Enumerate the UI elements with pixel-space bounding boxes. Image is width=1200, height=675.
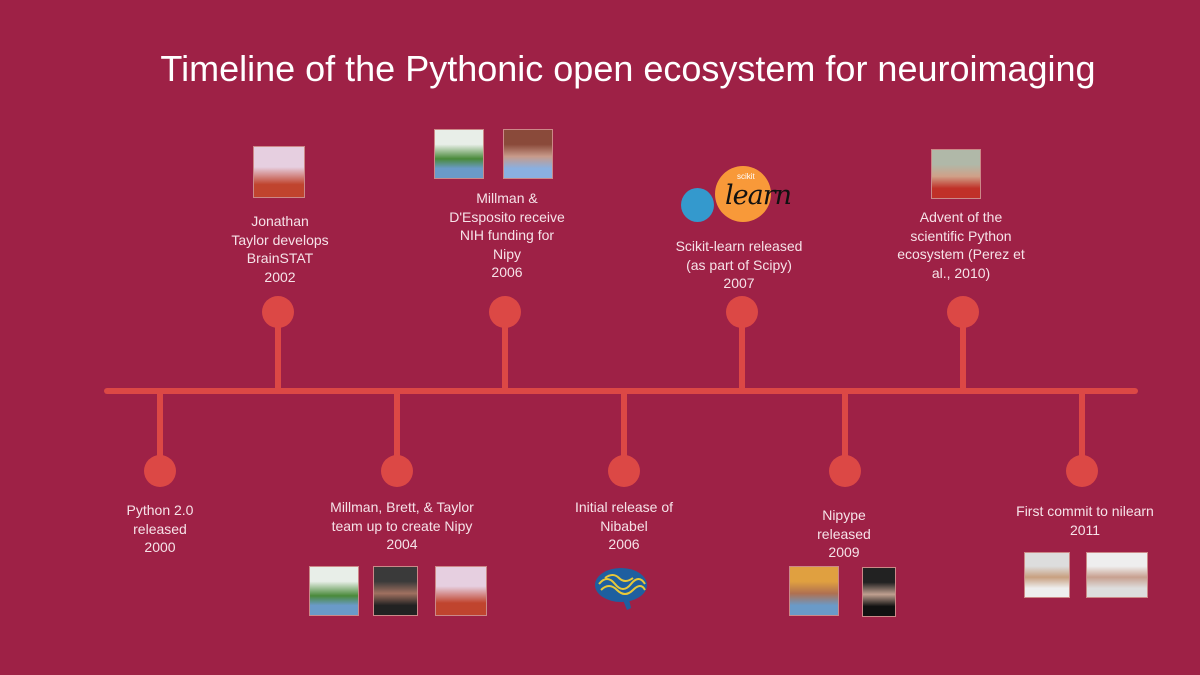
event-label-2009: Nipype released 2009 — [817, 507, 871, 560]
stem — [739, 312, 745, 392]
stem — [1079, 391, 1085, 471]
event-label-2000: Python 2.0 released 2000 — [126, 502, 194, 555]
page-title: Timeline of the Pythonic open ecosystem … — [160, 48, 1096, 89]
event-label-2004: Millman, Brett, & Taylor team up to crea… — [330, 499, 474, 552]
logo-blue-blob — [681, 188, 714, 222]
portrait-photo — [253, 146, 305, 198]
event-marker-2011 — [1066, 455, 1098, 487]
brain-icon — [595, 568, 647, 610]
event-marker-2006-nih — [489, 296, 521, 328]
logo-orange-blob — [715, 166, 771, 222]
stem — [621, 391, 627, 471]
stem — [960, 312, 966, 392]
portrait-photo — [434, 129, 484, 179]
event-marker-2004 — [381, 455, 413, 487]
logo-text-big: learn — [725, 180, 792, 211]
event-label-2007: Scikit-learn released (as part of Scipy)… — [675, 238, 803, 291]
portrait-photo — [1086, 552, 1148, 598]
stem — [842, 391, 848, 471]
stem — [394, 391, 400, 471]
scikit-learn-logo: scikit learn — [681, 166, 792, 226]
event-label-2002: Jonathan Taylor develops BrainSTAT 2002 — [231, 213, 329, 285]
portrait-photo — [435, 566, 487, 616]
event-marker-2007 — [726, 296, 758, 328]
event-label-2006-nih: Millman & D'Esposito receive NIH funding… — [449, 190, 565, 280]
logo-text-small: scikit — [737, 172, 755, 181]
event-label-2010: Advent of the scientific Python ecosyste… — [897, 209, 1025, 281]
event-marker-2006-nibabel — [608, 455, 640, 487]
event-marker-2009 — [829, 455, 861, 487]
stem — [275, 312, 281, 392]
event-marker-2002 — [262, 296, 294, 328]
stem — [502, 312, 508, 392]
portrait-photo — [503, 129, 553, 179]
portrait-photo — [373, 566, 418, 616]
portrait-photo — [931, 149, 981, 199]
portrait-photo — [309, 566, 359, 616]
portrait-photo — [1024, 552, 1070, 598]
portrait-photo — [789, 566, 839, 616]
event-marker-2000 — [144, 455, 176, 487]
event-label-2011: First commit to nilearn 2011 — [1016, 503, 1154, 538]
event-label-2006-nibabel: Initial release of Nibabel 2006 — [574, 499, 674, 552]
event-marker-2010 — [947, 296, 979, 328]
portrait-photo — [862, 567, 896, 617]
stem — [157, 391, 163, 471]
